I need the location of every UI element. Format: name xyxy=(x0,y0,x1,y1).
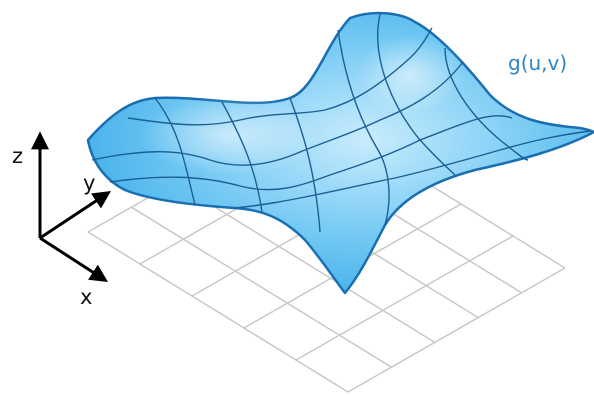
mesh-line xyxy=(234,130,591,209)
grid-line xyxy=(347,267,566,393)
y-axis-label: y xyxy=(83,171,95,195)
grid-line xyxy=(174,181,436,344)
x-axis-label: x xyxy=(80,285,92,309)
mesh-line xyxy=(91,61,464,166)
surface-mesh-v xyxy=(91,27,591,209)
surface-highlight xyxy=(355,35,465,115)
mesh-line xyxy=(337,29,390,226)
mesh-line xyxy=(377,13,456,176)
surface-label: g(u,v) xyxy=(508,51,567,75)
mesh-line xyxy=(154,97,196,206)
grid-line xyxy=(295,235,514,361)
mesh-line xyxy=(221,101,263,213)
surface-g-uv xyxy=(86,11,594,295)
mesh-line xyxy=(109,115,513,191)
z-axis-label: z xyxy=(12,144,23,168)
grid-line xyxy=(131,206,392,368)
grid-line xyxy=(87,231,349,393)
x-axis-arrow xyxy=(39,236,109,282)
surface-mesh-u xyxy=(154,13,529,233)
mesh-line xyxy=(127,27,433,126)
coordinate-axes xyxy=(31,131,112,282)
y-axis-arrow xyxy=(39,191,112,240)
mesh-line xyxy=(444,47,529,161)
